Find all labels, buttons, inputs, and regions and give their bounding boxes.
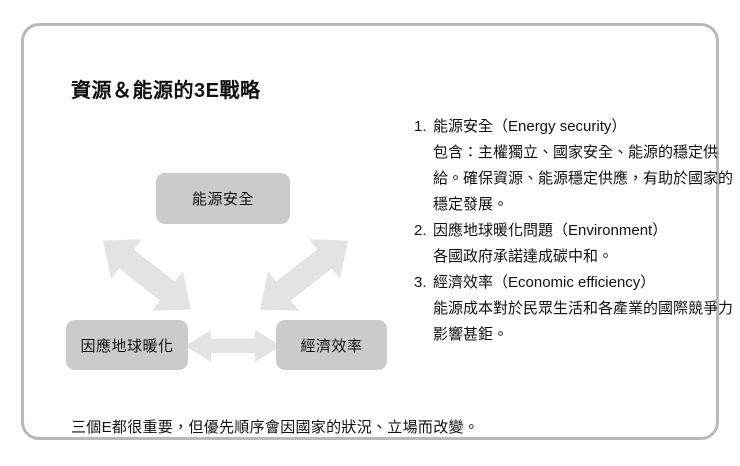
arrow-warming-to-economy: [185, 330, 281, 362]
list-item-heading: 經濟效率（Economic efficiency）: [433, 274, 656, 291]
list-item-heading: 因應地球暖化問題（Environment）: [433, 222, 668, 239]
list-item-description: 各國政府承諾達成碳中和。: [433, 248, 614, 265]
footer-caption: 三個E都很重要，但優先順序會因國家的狀況、立場而改變。: [71, 419, 480, 436]
diagram-node-energy-security: 能源安全: [156, 173, 290, 224]
list-item-number: 2.: [414, 222, 427, 239]
diagram-node-label: 經濟效率: [300, 337, 363, 355]
list-item-body: 因應地球暖化問題（Environment） 各國政府承諾達成碳中和。: [433, 218, 734, 270]
list-item-number: 3.: [414, 274, 427, 291]
diagram-node-label: 能源安全: [191, 191, 254, 208]
content-card: 資源＆能源的3E戰略 能源安全 因: [21, 23, 733, 440]
page-title: 資源＆能源的3E戰略: [71, 80, 261, 102]
list-item-body: 能源安全（Energy security） 包含：主權獨立、國家安全、能源的穩定…: [433, 114, 734, 218]
list-item-number: 1.: [414, 118, 427, 135]
diagram-node-label: 因應地球暖化: [80, 337, 174, 355]
list-item-body: 經濟效率（Economic efficiency） 能源成本對於民眾生活和各產業…: [433, 270, 734, 348]
arrow-security-to-economy: [259, 239, 349, 311]
list-item-description: 包含：主權獨立、國家安全、能源的穩定供給。確保資源、能源穩定供應，有助於國家的穩…: [433, 144, 734, 213]
list-item-heading: 能源安全（Energy security）: [433, 118, 627, 135]
list-item: 1. 能源安全（Energy security） 包含：主權獨立、國家安全、能源…: [414, 114, 734, 218]
list-item-description: 能源成本對於民眾生活和各產業的國際競爭力影響甚鉅。: [433, 300, 734, 343]
diagram-node-global-warming: 因應地球暖化: [66, 320, 188, 370]
arrow-warming-to-security: [102, 239, 192, 311]
three-e-list: 1. 能源安全（Energy security） 包含：主權獨立、國家安全、能源…: [414, 114, 734, 348]
list-item: 3. 經濟效率（Economic efficiency） 能源成本對於民眾生活和…: [414, 270, 734, 348]
list-item: 2. 因應地球暖化問題（Environment） 各國政府承諾達成碳中和。: [414, 218, 734, 270]
diagram-node-economic-efficiency: 經濟效率: [276, 320, 387, 370]
three-e-diagram: 能源安全 因應地球暖化 經濟效率: [54, 161, 404, 386]
